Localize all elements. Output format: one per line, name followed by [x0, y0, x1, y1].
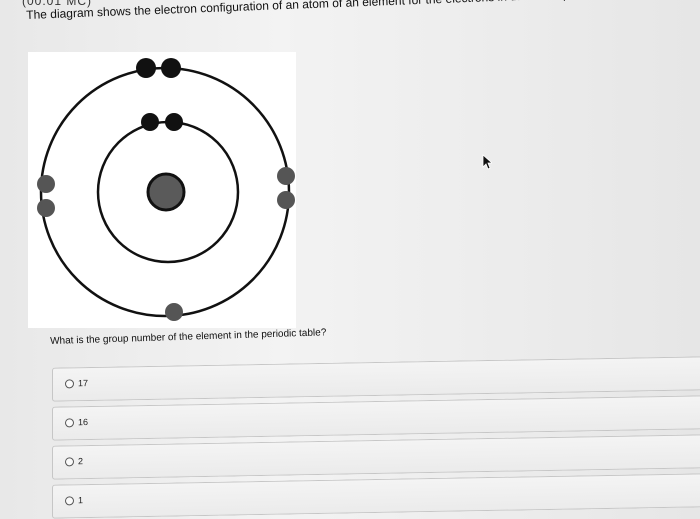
radio-button-icon[interactable]	[65, 496, 74, 506]
outer-shell-electron	[37, 199, 55, 217]
outer-shell-electron	[136, 58, 156, 78]
question-text: The diagram shows the electron configura…	[26, 0, 616, 22]
radio-button-icon[interactable]	[65, 457, 74, 467]
bohr-model-svg	[37, 58, 295, 321]
outer-shell-electron	[161, 58, 181, 78]
answer-option-label: 16	[78, 417, 89, 428]
answer-option-2[interactable]: 2	[52, 434, 700, 480]
answer-options: 17 16 2 1	[52, 356, 700, 519]
radio-button-icon[interactable]	[65, 379, 74, 389]
mouse-pointer-icon	[482, 154, 494, 175]
nucleus	[146, 172, 186, 212]
electron-configuration-diagram	[28, 52, 296, 328]
inner-shell-electron	[141, 113, 159, 131]
outer-shell-electron	[277, 167, 295, 185]
inner-shell-electron	[165, 113, 183, 131]
answer-option-16[interactable]: 16	[52, 395, 700, 441]
answer-option-label: 17	[78, 378, 89, 389]
outer-shell-electron	[165, 303, 183, 321]
answer-option-label: 1	[78, 495, 84, 506]
outer-shell-electron	[37, 175, 55, 193]
answer-option-17[interactable]: 17	[52, 356, 700, 402]
group-number-question: What is the group number of the element …	[50, 327, 327, 347]
question-header-fragment: (00.01 MC)	[22, 0, 93, 8]
radio-button-icon[interactable]	[65, 418, 74, 428]
answer-option-1[interactable]: 1	[52, 473, 700, 519]
outer-shell-electron	[277, 191, 295, 209]
answer-option-label: 2	[78, 456, 84, 467]
